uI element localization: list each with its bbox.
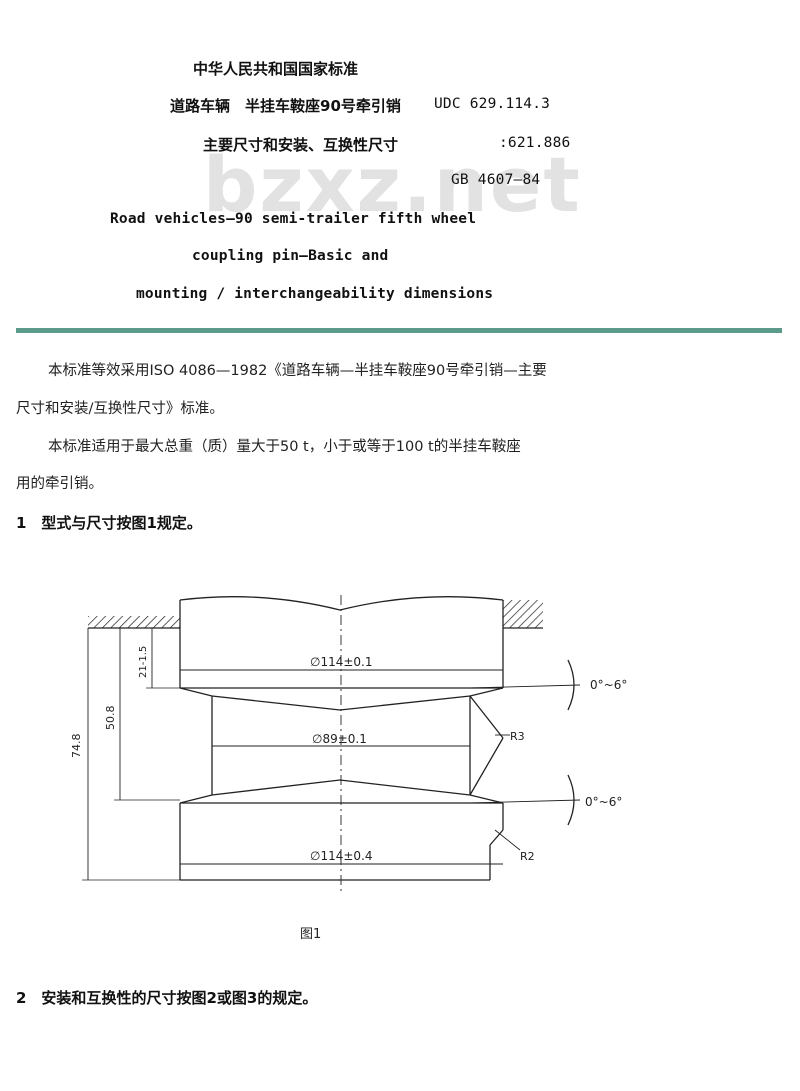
dim-neck-diameter: ∅89±0.1 [312,732,367,746]
english-title-line3: mounting / interchangeability dimensions [136,286,494,302]
hatch-left [88,616,180,628]
watermark: bzxz.net [203,140,582,229]
figure1-drawing: ∅114±0.1 ∅89±0.1 ∅114±0.4 0°~6° 0°~6° R3… [70,595,627,942]
standard-title-line1: 道路车辆 半挂车鞍座90号牵引销 [170,97,401,115]
intro-paragraph1-line1: 本标准等效采用ISO 4086—1982《道路车辆—半挂车鞍座90号牵引销—主要 [48,363,547,379]
hatch-right [503,600,543,628]
dim-total-height: 74.8 [70,734,83,759]
angle-bottom-label: 0°~6° [585,795,622,809]
header-divider [16,328,782,333]
taper-left-top [179,687,213,697]
neck-top-curve [211,695,471,711]
dim-top-height: 21-1.5 [138,646,149,678]
taper-right-bottom [469,794,504,804]
standard-title-line2: 主要尺寸和安装、互换性尺寸 [203,136,399,154]
radius-leader-small [494,829,521,851]
english-title-line2: coupling pin—Basic and [192,248,389,264]
dim-bottom-diameter: ∅114±0.4 [310,849,373,863]
udc-code-line1: UDC 629.114.3 [434,96,551,112]
issuer-title: 中华人民共和国国家标准 [193,60,359,78]
radius-small-label: R2 [520,850,535,863]
chamfer-lower [469,737,504,796]
angle-ref-top [469,684,581,689]
taper-left-bottom [179,794,213,804]
angle-top-label: 0°~6° [590,678,627,692]
intro-paragraph2-line1: 本标准适用于最大总重（质）量大于50 t，小于或等于100 t的半挂车鞍座 [48,439,521,455]
chamfer-upper [469,695,504,739]
angle-ref-bottom [469,799,581,804]
figure1-caption: 图1 [300,927,321,942]
section2-heading: 2 安装和互换性的尺寸按图2或图3的规定。 [16,989,318,1007]
angle-arc-top [567,659,575,711]
udc-code-line2: :621.886 [499,135,571,151]
section1-heading: 1 型式与尺寸按图1规定。 [16,514,202,532]
dim-top-diameter: ∅114±0.1 [310,655,373,669]
flange-right-chamfer [489,829,504,846]
intro-paragraph2-line2: 用的牵引销。 [16,476,103,492]
dim-mid-height: 50.8 [104,706,117,731]
standard-code: GB 4607—84 [451,172,541,188]
neck-bottom-curve [211,779,471,796]
radius-large-label: R3 [510,730,525,743]
english-title-line1: Road vehicles—90 semi-trailer fifth whee… [110,211,477,227]
angle-arc-bottom [567,774,575,826]
taper-right-top [469,687,504,697]
head-top-edge [179,596,504,611]
intro-paragraph1-line2: 尺寸和安装/互换性尺寸》标准。 [16,401,224,417]
